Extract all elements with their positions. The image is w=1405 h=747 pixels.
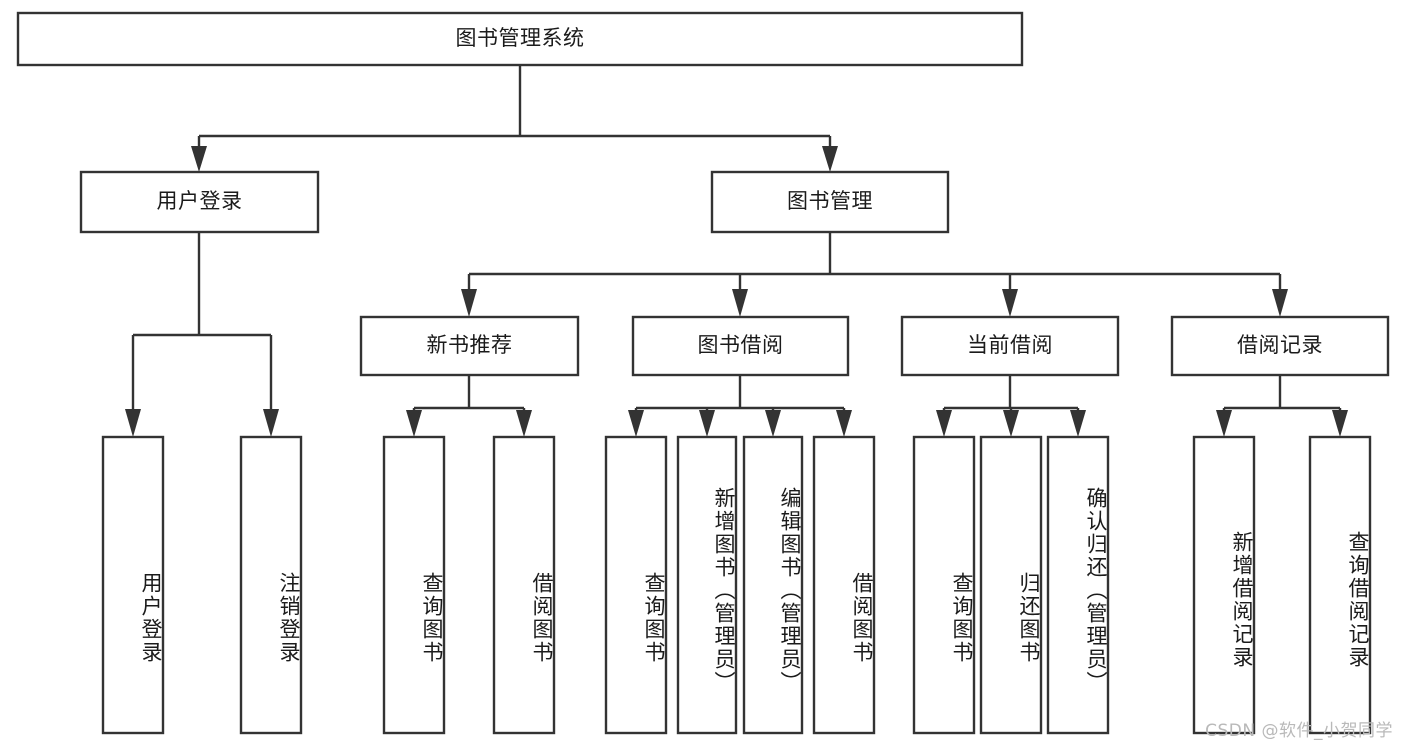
arrow-head-leaf-user-login (125, 409, 141, 437)
arrow-head-new-book-rec (461, 289, 477, 317)
node-box-leaf-edit-book[interactable] (742, 435, 804, 735)
node-box-leaf-query-book-1[interactable] (382, 435, 446, 735)
node-box-leaf-query-book-2[interactable] (604, 435, 668, 735)
connector-group-root (191, 65, 838, 172)
arrow-head-leaf-logout (263, 409, 279, 437)
arrow-head-leaf-add-book (699, 410, 715, 437)
node-box-leaf-add-book[interactable] (676, 435, 738, 735)
node-box-new-book-rec[interactable] (359, 315, 580, 377)
arrow-head-leaf-confirm-return (1070, 410, 1086, 437)
arrow-head-borrow-record (1272, 289, 1288, 317)
arrow-head-leaf-query-record (1332, 410, 1348, 437)
connector-group-book-borrow (628, 375, 852, 437)
connector-group-current-borrow (936, 375, 1086, 437)
arrow-head-book-borrow (732, 289, 748, 317)
node-box-user-login[interactable] (79, 170, 320, 234)
arrow-head-leaf-borrow-book-1 (516, 410, 532, 437)
node-box-leaf-query-book-3[interactable] (912, 435, 976, 735)
node-box-current-borrow[interactable] (900, 315, 1120, 377)
node-box-leaf-logout[interactable] (239, 435, 303, 735)
arrow-head-leaf-edit-book (765, 410, 781, 437)
node-box-leaf-borrow-book-1[interactable] (492, 435, 556, 735)
arrow-head-book-mgmt (822, 146, 838, 172)
connector-group-user-login (125, 232, 279, 437)
arrow-head-user-login (191, 146, 207, 172)
arrow-head-current-borrow (1002, 289, 1018, 317)
node-box-borrow-record[interactable] (1170, 315, 1390, 377)
node-box-leaf-borrow-book-2[interactable] (812, 435, 876, 735)
connector-group-borrow-record (1216, 375, 1348, 437)
arrow-head-leaf-query-book-1 (406, 410, 422, 437)
node-box-book-borrow[interactable] (631, 315, 850, 377)
arrow-head-leaf-query-book-3 (936, 410, 952, 437)
node-box-leaf-query-record[interactable] (1308, 435, 1372, 735)
node-box-leaf-user-login[interactable] (101, 435, 165, 735)
arrow-head-leaf-add-record (1216, 410, 1232, 437)
arrow-head-leaf-borrow-book-2 (836, 410, 852, 437)
node-box-book-mgmt[interactable] (710, 170, 950, 234)
connector-group-new-book-rec (406, 375, 532, 437)
connector-group-book-mgmt (461, 232, 1288, 317)
node-box-leaf-return-book[interactable] (979, 435, 1043, 735)
node-box-root[interactable] (16, 11, 1024, 67)
node-box-leaf-add-record[interactable] (1192, 435, 1256, 735)
arrow-head-leaf-return-book (1003, 410, 1019, 437)
arrow-head-leaf-query-book-2 (628, 410, 644, 437)
node-box-leaf-confirm-return[interactable] (1046, 435, 1110, 735)
csdn-watermark: CSDN @软件_小贺同学 (1205, 721, 1393, 741)
